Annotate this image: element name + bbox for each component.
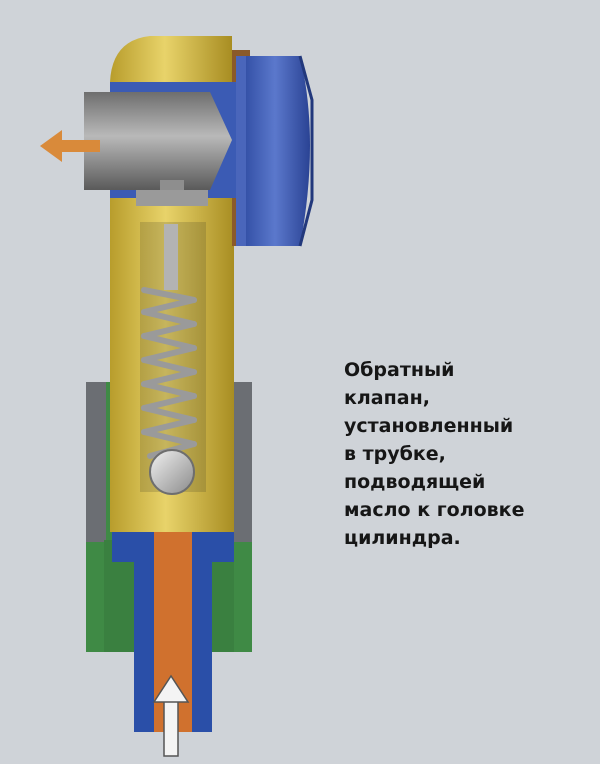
caption-line: подводящей (344, 471, 486, 493)
outlet-pipe (84, 92, 232, 206)
caption-line: цилиндра. (344, 527, 461, 549)
spring (141, 287, 197, 459)
caption-line: масло к головке (344, 499, 525, 521)
caption-text: Обратный клапан, установленный в трубке,… (344, 356, 584, 552)
valve-stem (164, 224, 178, 290)
arrow-left-icon (40, 130, 100, 162)
bolt-head (236, 55, 314, 247)
caption-line: Обратный (344, 359, 455, 381)
arrow-up-icon (152, 674, 190, 757)
caption-line: в трубке, (344, 443, 446, 465)
check-ball (149, 449, 195, 495)
caption-line: установленный (344, 415, 514, 437)
caption-line: клапан, (344, 387, 430, 409)
